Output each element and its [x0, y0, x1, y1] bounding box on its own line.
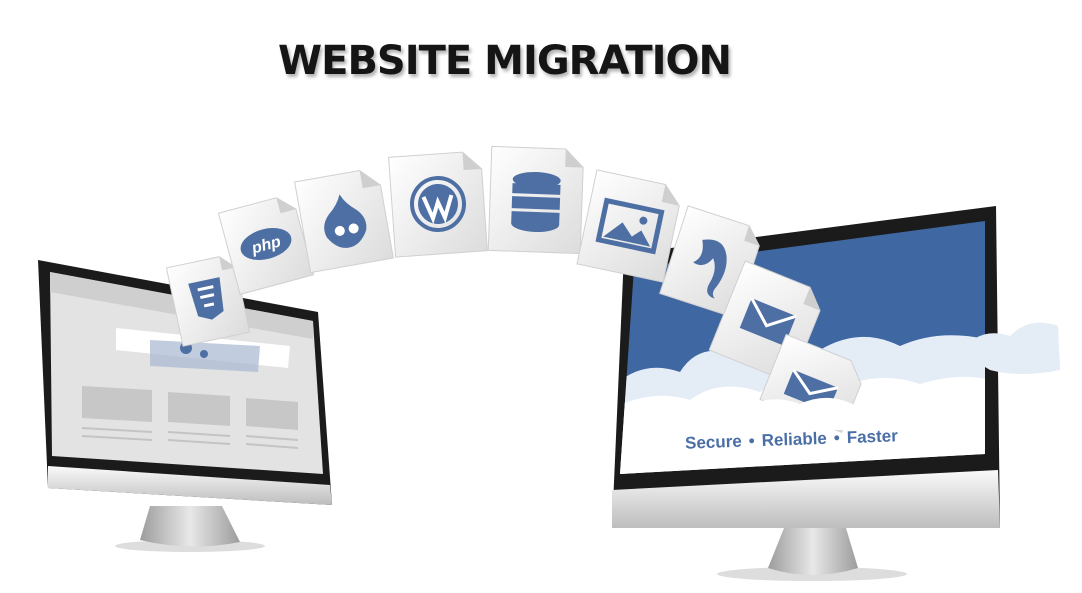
html5-icon — [165, 256, 251, 347]
file-arc: php — [165, 145, 900, 433]
page-title: WEBSITE MIGRATION — [278, 38, 732, 84]
tagline-faster: Faster — [846, 426, 899, 448]
wordpress-icon — [388, 151, 488, 258]
image-icon — [576, 169, 680, 283]
database-icon — [487, 145, 584, 255]
tagline-separator: • — [748, 431, 755, 451]
tagline-separator: • — [833, 428, 841, 448]
tagline-reliable: Reliable — [761, 428, 828, 451]
php-icon: php — [217, 197, 315, 296]
drupal-icon — [294, 170, 394, 274]
old-site-monitor — [38, 260, 332, 552]
tagline-secure: Secure — [684, 431, 743, 453]
